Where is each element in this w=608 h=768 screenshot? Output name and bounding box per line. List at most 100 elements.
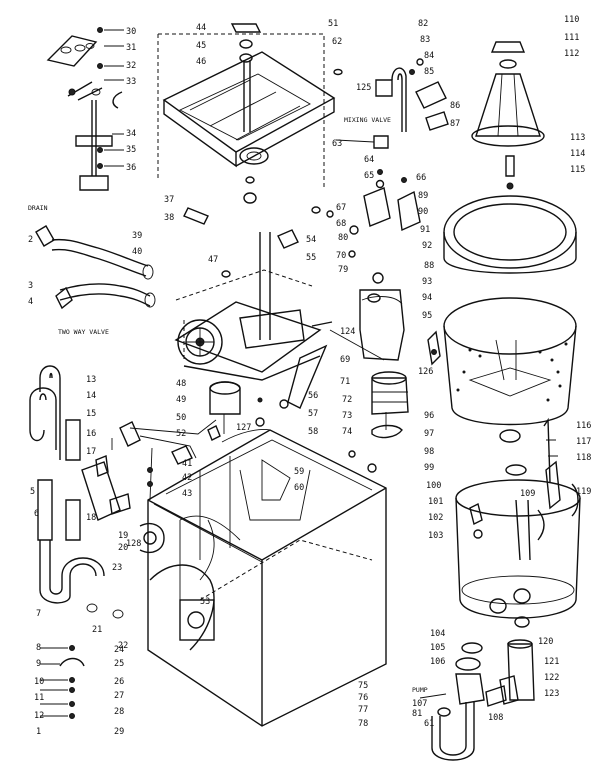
callout-38: 38 <box>164 213 174 223</box>
callout-127: 127 <box>236 423 251 433</box>
callout-14: 14 <box>86 391 96 401</box>
callout-22: 22 <box>118 641 128 651</box>
callout-40: 40 <box>132 247 142 257</box>
callout-34: 34 <box>126 129 136 139</box>
callout-20: 20 <box>118 543 128 553</box>
callout-63: 63 <box>332 139 342 149</box>
callout-83: 83 <box>420 35 430 45</box>
callout-8: 8 <box>36 643 41 653</box>
callout-53: 53 <box>200 597 210 607</box>
callout-41: 41 <box>182 459 192 469</box>
callout-28: 28 <box>114 707 124 717</box>
callout-111: 111 <box>564 33 579 43</box>
callout-95: 95 <box>422 311 432 321</box>
callout-11: 11 <box>34 693 44 703</box>
callout-81: 81 <box>412 709 422 719</box>
caption-two-way-valve: TWO WAY VALVE <box>58 328 109 336</box>
callout-114: 114 <box>570 149 585 159</box>
callout-48: 48 <box>176 379 186 389</box>
callout-116: 116 <box>576 421 591 431</box>
callout-7: 7 <box>36 609 41 619</box>
callout-77: 77 <box>358 705 368 715</box>
callout-97: 97 <box>424 429 434 439</box>
left-hose-loops <box>29 365 124 619</box>
callout-72: 72 <box>342 395 352 405</box>
callout-125: 125 <box>356 83 371 93</box>
callout-51: 51 <box>328 19 338 29</box>
callout-76: 76 <box>358 693 368 703</box>
callout-32: 32 <box>126 61 136 71</box>
callout-92: 92 <box>422 241 432 251</box>
callout-68: 68 <box>336 219 346 229</box>
caption-drain: DRAIN <box>28 204 48 212</box>
callout-58: 58 <box>308 427 318 437</box>
callout-36: 36 <box>126 163 136 173</box>
callout-23: 23 <box>112 563 122 573</box>
agitator <box>471 41 545 190</box>
hardware-stack-bottom-left <box>40 645 85 719</box>
inlet-valve-wiring <box>95 421 197 554</box>
callout-62: 62 <box>332 37 342 47</box>
callout-85: 85 <box>424 67 434 77</box>
callout-99: 99 <box>424 463 434 473</box>
callout-67: 67 <box>336 203 346 213</box>
callout-12: 12 <box>34 711 44 721</box>
callout-3: 3 <box>28 281 33 291</box>
misc-wires <box>221 330 579 517</box>
callout-43: 43 <box>182 489 192 499</box>
callout-110: 110 <box>564 15 579 25</box>
callout-2: 2 <box>28 235 33 245</box>
callout-39: 39 <box>132 231 142 241</box>
callout-112: 112 <box>564 49 579 59</box>
callout-10: 10 <box>34 677 44 687</box>
callout-84: 84 <box>424 51 434 61</box>
callout-80: 80 <box>338 233 348 243</box>
outer-tub <box>455 429 581 628</box>
callout-115: 115 <box>570 165 585 175</box>
transmission-assembly <box>129 232 322 435</box>
callout-123: 123 <box>544 689 559 699</box>
bracket-assembly-top-left <box>46 27 124 191</box>
callout-65: 65 <box>364 171 374 181</box>
callout-124: 124 <box>340 327 355 337</box>
callout-27: 27 <box>114 691 124 701</box>
callout-75: 75 <box>358 681 368 691</box>
callout-126: 126 <box>418 367 433 377</box>
callout-54: 54 <box>306 235 316 245</box>
callout-101: 101 <box>428 497 443 507</box>
callout-74: 74 <box>342 427 352 437</box>
callout-57: 57 <box>308 409 318 419</box>
pump-belt-hardware <box>207 229 328 441</box>
callout-21: 21 <box>92 625 102 635</box>
callout-35: 35 <box>126 145 136 155</box>
callout-56: 56 <box>308 391 318 401</box>
callout-6: 6 <box>34 509 39 519</box>
callout-96: 96 <box>424 411 434 421</box>
callout-44: 44 <box>196 23 206 33</box>
callout-9: 9 <box>36 659 41 669</box>
callout-29: 29 <box>114 727 124 737</box>
callout-16: 16 <box>86 429 96 439</box>
callout-109: 109 <box>520 489 535 499</box>
callout-31: 31 <box>126 43 136 53</box>
callout-60: 60 <box>294 483 304 493</box>
callout-121: 121 <box>544 657 559 667</box>
callout-87: 87 <box>450 119 460 129</box>
caption-mixing-valve: MIXING VALVE <box>344 116 391 124</box>
callout-106: 106 <box>430 657 445 667</box>
callout-128: 128 <box>126 539 141 549</box>
callout-90: 90 <box>418 207 428 217</box>
callout-26: 26 <box>114 677 124 687</box>
callout-55: 55 <box>306 253 316 263</box>
callout-118: 118 <box>576 453 591 463</box>
tub-and-basket <box>367 195 577 426</box>
callout-66: 66 <box>416 173 426 183</box>
callout-98: 98 <box>424 447 434 457</box>
callout-19: 19 <box>118 531 128 541</box>
callout-86: 86 <box>450 101 460 111</box>
callout-122: 122 <box>544 673 559 683</box>
callout-71: 71 <box>340 377 350 387</box>
callout-15: 15 <box>86 409 96 419</box>
callout-47: 47 <box>208 255 218 265</box>
